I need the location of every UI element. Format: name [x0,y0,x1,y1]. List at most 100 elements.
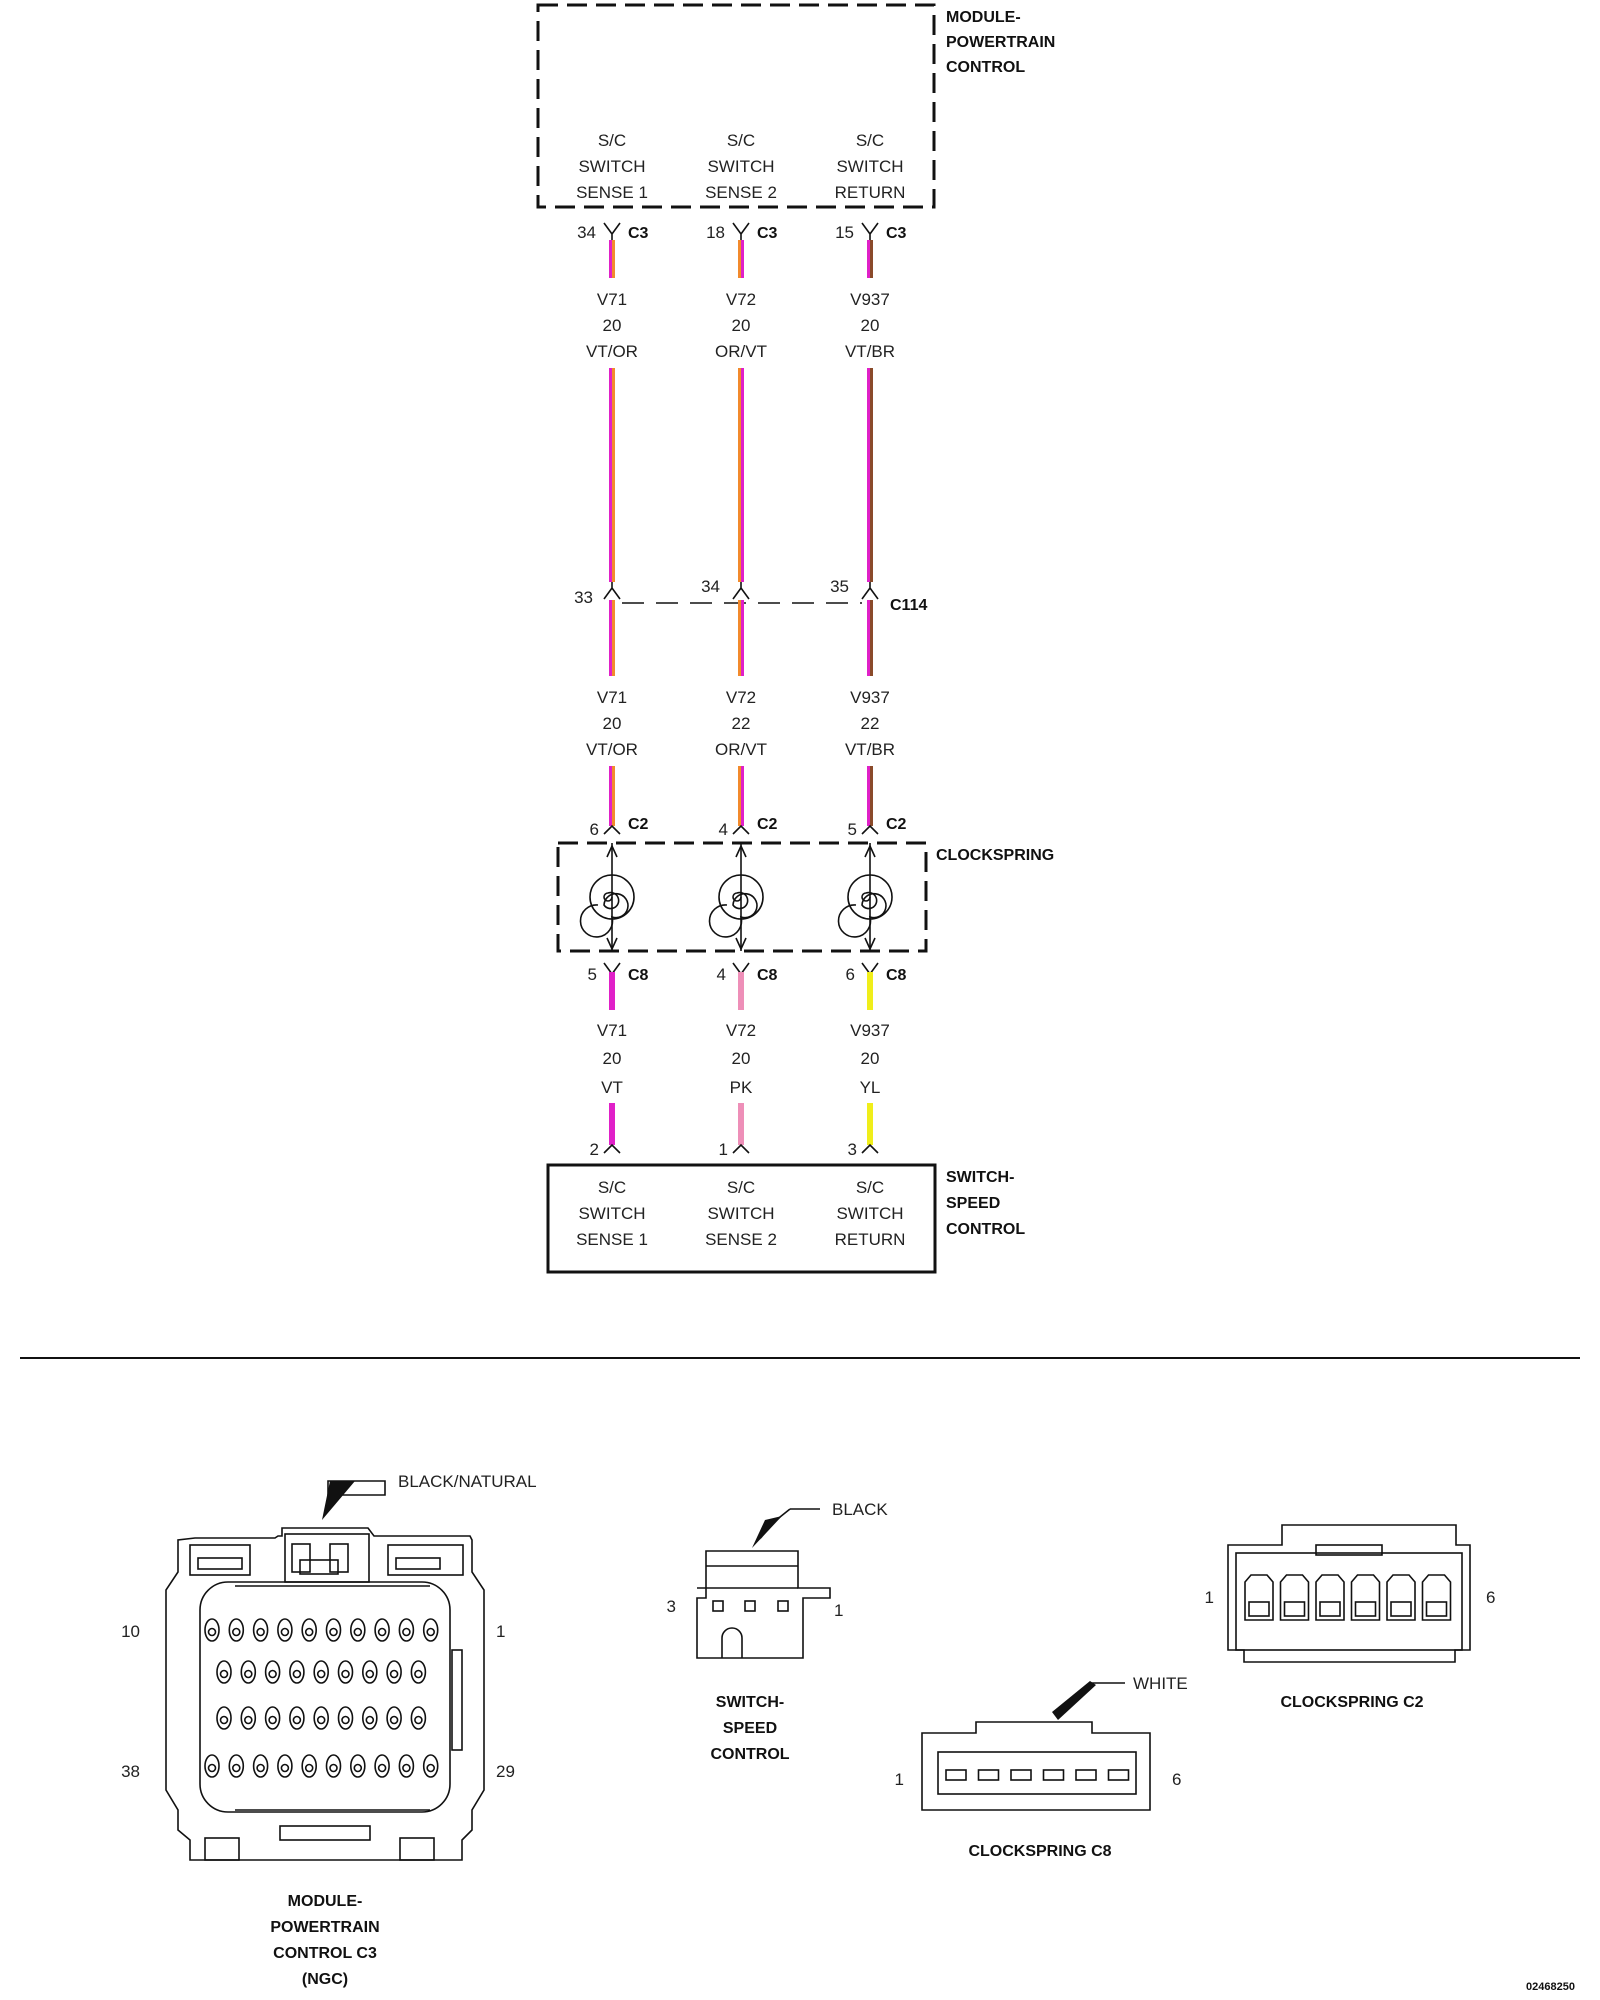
pcm-pin-1-line-2: SWITCH [578,157,645,176]
clockspring-c2-cavity-terminal [1283,1601,1306,1617]
pcm-c3-cavity [325,1754,342,1778]
pcm-c3-cavity [301,1754,318,1778]
pcm-c3-cavity-terminal [365,1715,375,1725]
wire-circuit: V937 [850,290,890,309]
pcm-c3-cavity-terminal [244,1669,253,1679]
pcm-pin-2-line-1: S/C [727,131,755,150]
pcm-c3-cavity [216,1706,232,1730]
wire-gauge: 20 [861,1049,880,1068]
pcm-c3-cavity-terminal [304,1763,314,1773]
c114-cavity-2: 34 [701,577,720,596]
wire-circuit: V937 [850,1021,890,1040]
pcm-c3-cavity [289,1660,305,1684]
pcm-c3-cavity [301,1618,318,1642]
pcm-c3-cavity-terminal [389,1715,399,1725]
clockspring-c2-face-view: 1 6 CLOCKSPRING C2 [1205,1524,1495,1711]
wire-circuit: V71 [597,1021,627,1040]
pcm-c3-pin-label-10: 10 [121,1622,140,1641]
wire-segment [738,240,744,278]
pcm-c3-cavity [337,1706,354,1730]
callout-arrow-icon [752,1516,782,1548]
wire-gauge: 22 [861,714,880,733]
wire-circuit: V71 [597,290,627,309]
wire-color-code: VT/BR [845,740,895,759]
pcm-c3-cavity-terminal [280,1763,290,1773]
pcm-c3-cavity [337,1660,354,1684]
c2-cavity-2: 4 [719,820,728,839]
pcm-c3-cavity [277,1754,293,1778]
clockspring-c2-cavity-terminal [1354,1601,1377,1617]
pcm-c3-cavity-terminal [292,1715,302,1725]
c8-cavity-1: 5 [588,965,597,984]
c3-name-2: C3 [757,225,778,242]
pcm-c3-cavity [264,1660,281,1684]
switch-pin-1-line-2: SWITCH [578,1204,645,1223]
pcm-c3-cavity [398,1754,415,1778]
c2-pin-symbol-2 [732,824,750,835]
c114-cavity-1: 33 [574,588,593,607]
wires-upper: V71 20 VT/OR V72 20 OR/VT V937 20 VT/BR [586,240,895,582]
pcm-c3-cavity-grid [204,1618,439,1778]
switch-title-line-2: SPEED [946,1195,1000,1212]
switch-pin-symbol-2 [732,1143,750,1154]
c3-pin-symbol-3 [861,222,879,240]
wire-segment [867,600,873,676]
wire-color-code: VT/OR [586,740,638,759]
wire-circuit: V72 [726,1021,756,1040]
switch-pin-symbol-1 [603,1143,621,1154]
c3-cavity-1: 34 [577,223,596,242]
switch-pin-1-line-1: S/C [598,1178,626,1197]
wire-segment [738,368,744,582]
wire-v937-upper: V937 20 VT/BR [845,240,895,582]
wire-segment [609,766,615,826]
pcm-c3-cavity-terminal [329,1627,338,1637]
pcm-c3-cavity [264,1706,281,1730]
wire-segment [609,368,615,582]
pcm-c3-cavity-terminal [219,1715,229,1725]
pcm-c3-cavity [374,1754,390,1778]
switch-title-line-1: SWITCH- [946,1169,1014,1186]
pcm-pin-1-line-3: SENSE 1 [576,183,648,202]
speed-control-switch-outline [546,1163,937,1274]
speed-switch-face-view: BLACK 3 1 SWITCH- SPEED CONTROL [667,1500,889,1763]
wire-gauge: 22 [732,714,751,733]
clockspring-c2-cavity [1279,1574,1310,1621]
clockspring-c8-cavity [1042,1769,1065,1781]
pcm-c3-cavity-terminal [414,1715,423,1725]
speed-switch-caption-line-3: CONTROL [710,1746,789,1763]
pcm-pin-3-line-3: RETURN [835,183,906,202]
pcm-c3-cavity [361,1706,378,1730]
pcm-c3-cavity [386,1660,402,1684]
switch-cavity-2: 1 [719,1140,728,1159]
wire-gauge: 20 [603,1049,622,1068]
wire-color-code: PK [730,1078,753,1097]
pcm-c3-cavity-terminal [426,1627,436,1637]
pcm-c3-cavity-terminal [365,1669,375,1679]
pcm-title-line-1: MODULE- [946,9,1021,26]
wire-v72-middle: V72 22 OR/VT [715,600,767,826]
pcm-c3-cavity-terminal [316,1669,326,1679]
clockspring-c8-pin-label-6: 6 [1172,1770,1181,1789]
wire-v937-lower: V937 20 YL [850,972,890,1145]
c2-cavity-1: 6 [590,820,599,839]
pcm-c3-cavity-terminal [389,1669,399,1679]
pcm-c3-cavity-terminal [402,1763,411,1773]
pcm-c3-pin-label-1: 1 [496,1622,505,1641]
pcm-pin-return-label: S/C SWITCH RETURN [835,131,906,202]
pcm-pin-sense2-label: S/C SWITCH SENSE 2 [705,131,777,202]
c114-inline-connector: 33 34 35 C114 [574,577,927,614]
wire-segment [609,600,615,676]
pcm-c3-pin-label-38: 38 [121,1762,140,1781]
wire-circuit: V937 [850,688,890,707]
pcm-c3-callout: BLACK/NATURAL [398,1472,537,1491]
wire-v72-upper: V72 20 OR/VT [715,240,767,582]
pcm-c3-cavity [313,1706,330,1730]
pcm-c3-caption-line-3: CONTROL C3 [273,1945,377,1962]
switch-pin-2-line-2: SWITCH [707,1204,774,1223]
pcm-title-line-2: POWERTRAIN [946,34,1055,51]
clockspring-coil-1 [579,843,635,951]
pcm-c3-cavity-terminal [292,1669,302,1679]
clockspring-c8-cavity [1010,1769,1032,1781]
speed-control-switch: SWITCH- SPEED CONTROL S/C SWITCH SENSE 1… [546,1163,1025,1274]
wire-color-code: VT/OR [586,342,638,361]
